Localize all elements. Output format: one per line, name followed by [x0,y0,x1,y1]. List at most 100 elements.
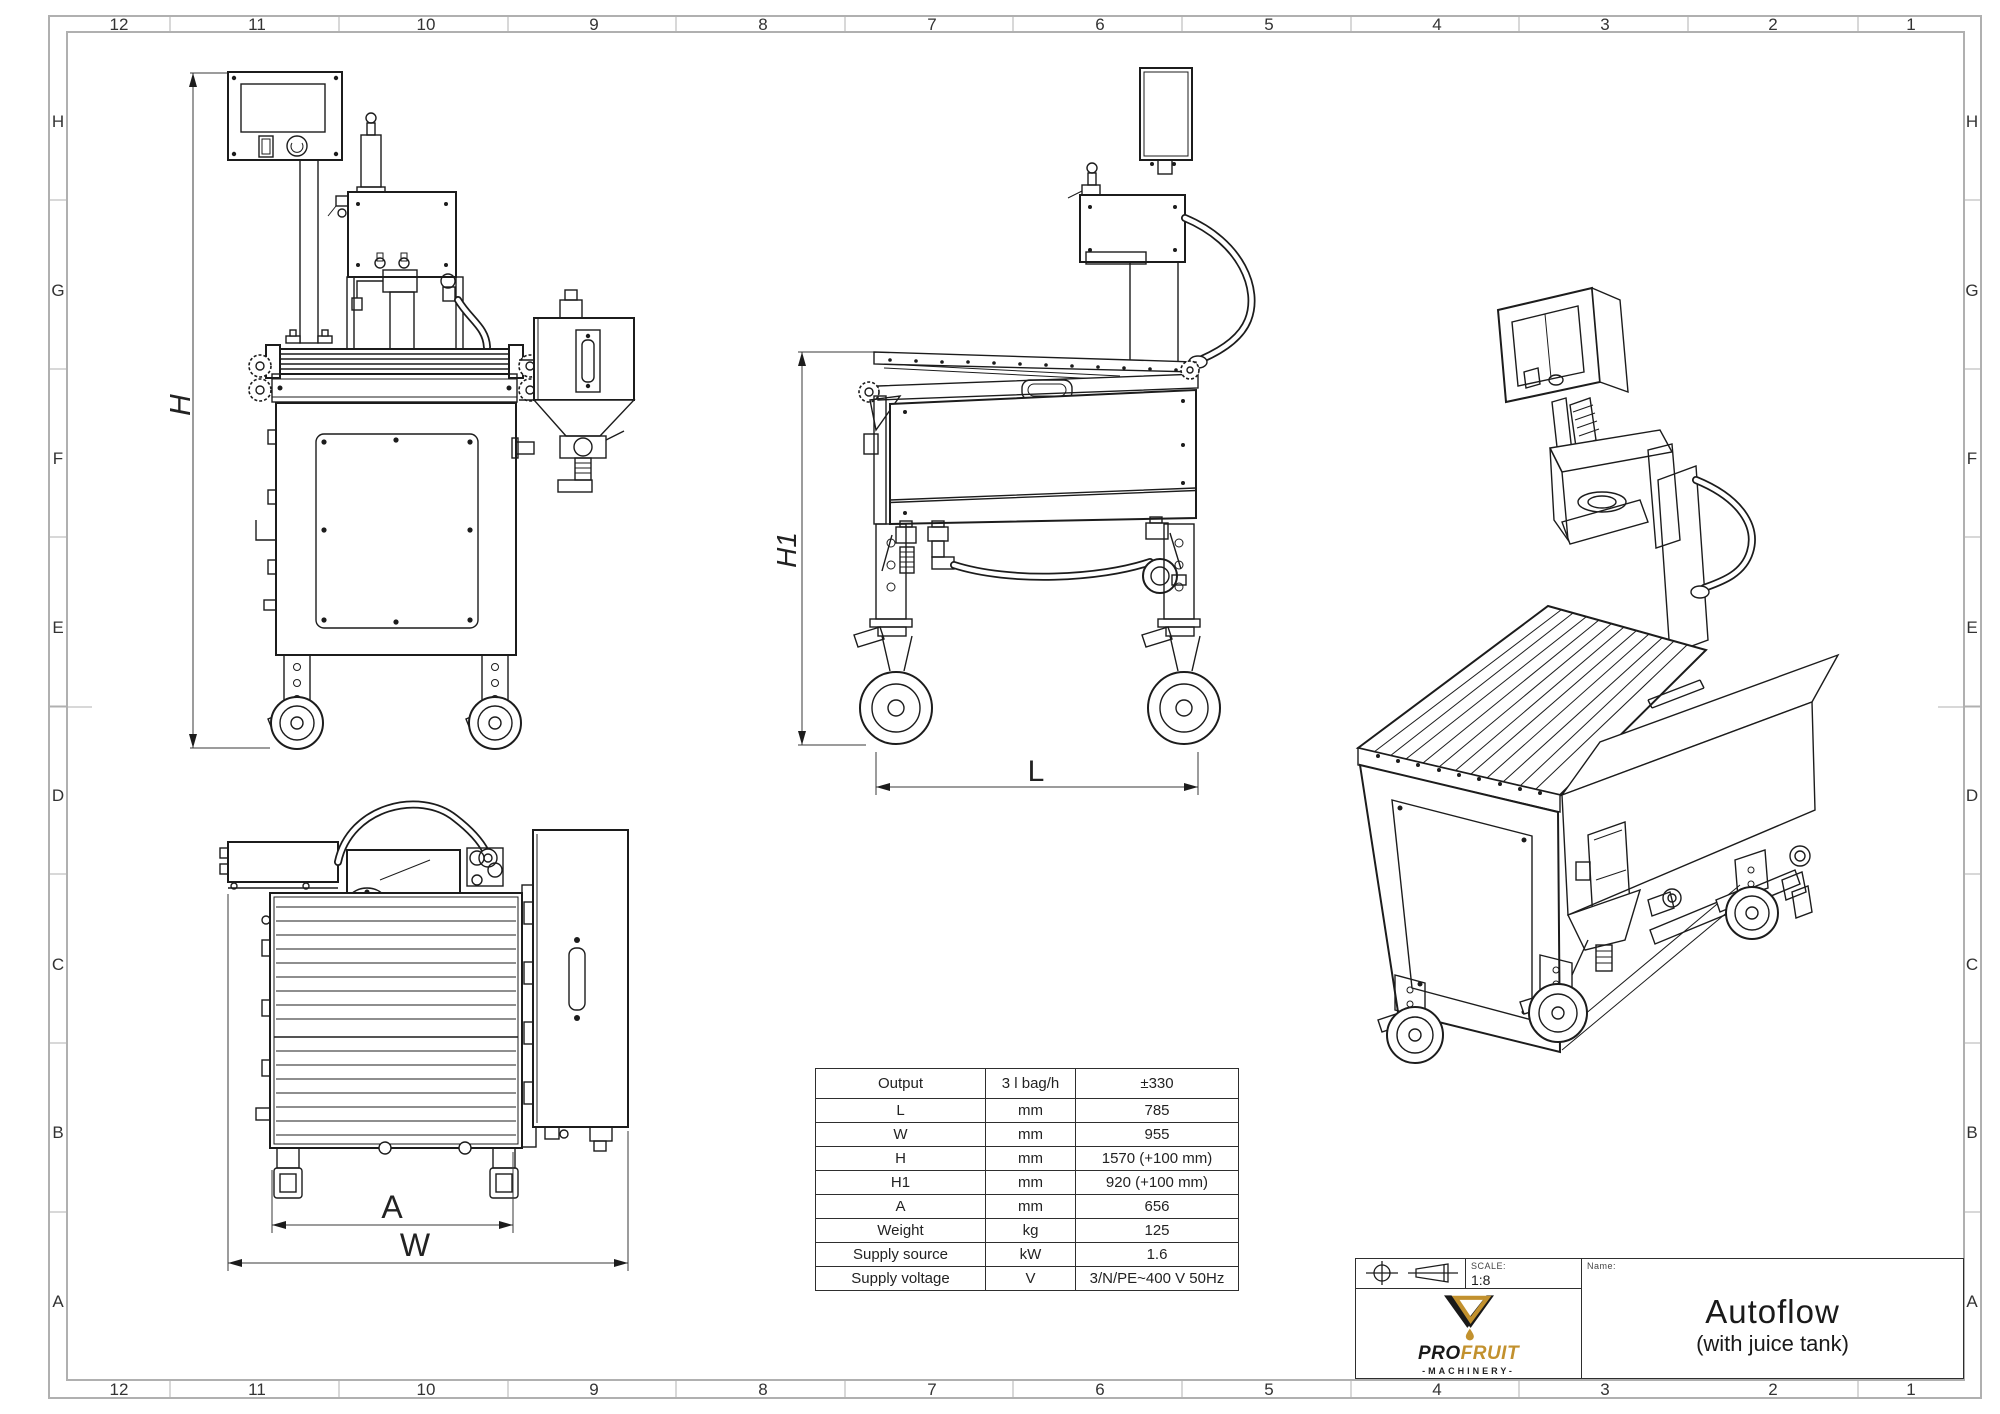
zone-col: 9 [589,15,598,34]
table-row: A mm 656 [815,1194,1239,1219]
brand-pro: PRO [1417,1343,1461,1364]
top-view-drawing: A W [219,800,629,1271]
iso-filling-head [1548,429,1756,655]
zone-col: 3 [1600,15,1609,34]
spec-value: 125 [1075,1218,1239,1243]
spec-value: 656 [1075,1194,1239,1219]
filling-head [327,112,491,351]
side-hook [255,520,276,541]
hand-knob [1180,360,1200,380]
spec-param: Supply voltage [815,1266,986,1291]
zone-col: 10 [417,1380,436,1399]
dimension-W: W [227,894,629,1271]
brand-name: PROFRUIT [1356,1343,1581,1365]
product-subtitle: (with juice tank) [1696,1331,1849,1356]
spec-unit: kg [985,1218,1076,1243]
spec-value: 785 [1075,1098,1239,1123]
zone-col: 7 [927,15,936,34]
table-row: Supply voltage V 3/N/PE~400 V 50Hz [815,1266,1239,1291]
zone-col: 5 [1264,15,1273,34]
cabinet [255,402,517,656]
zone-col: 1 [1906,15,1915,34]
spec-param: A [815,1194,986,1219]
zone-col: 7 [927,1380,936,1399]
emergency-stop-knob [286,135,308,157]
zone-col: 8 [758,1380,767,1399]
spec-value: 920 (+100 mm) [1075,1170,1239,1195]
spec-value: ±330 [1075,1068,1239,1099]
zone-row: B [1966,1123,1977,1142]
zone-row: H [52,112,64,131]
juice-tank-top [532,829,629,1152]
spec-param: Output [815,1068,986,1099]
table-row: Supply source kW 1.6 [815,1242,1239,1267]
dim-label-H: H [170,394,197,416]
zone-col: 5 [1264,1380,1273,1399]
spec-unit: kW [985,1242,1076,1267]
spec-value: 1570 (+100 mm) [1075,1146,1239,1171]
dim-label-W: W [400,1227,431,1263]
spec-param: L [815,1098,986,1123]
dim-label-H1: H1 [771,532,802,568]
spec-value: 955 [1075,1122,1239,1147]
spec-unit: V [985,1266,1076,1291]
tank-handle [1647,679,1705,709]
valve-lever [1169,532,1182,570]
juice-tank [511,289,636,493]
zone-row: G [51,281,64,300]
spec-value: 3/N/PE~400 V 50Hz [1075,1266,1239,1291]
zone-row: H [1966,112,1978,131]
brand-fruit: FRUIT [1460,1343,1520,1364]
zone-col: 3 [1600,1380,1609,1399]
table-row: H mm 1570 (+100 mm) [815,1146,1239,1171]
brand-logo: PROFRUIT -MACHINERY- [1356,1289,1581,1378]
zone-col: 2 [1768,15,1777,34]
hose-coupler [478,848,498,868]
spec-param: H [815,1146,986,1171]
spec-param: H1 [815,1170,986,1195]
zone-col: 2 [1768,1380,1777,1399]
conveyor-lid [858,351,1200,525]
spec-table: Output 3 l bag/h ±330 L mm 785 W mm 955 … [815,1068,1239,1291]
spec-unit: mm [985,1098,1076,1123]
tank-body [889,388,1197,526]
zone-col: 6 [1095,1380,1104,1399]
control-panel [227,71,343,161]
zone-col: 9 [589,1380,598,1399]
zone-row: F [1967,449,1977,468]
isometric-view-drawing [1355,286,1840,1064]
zone-col: 8 [758,15,767,34]
iso-roller-deck [1355,604,1708,813]
legs-casters [853,523,1221,745]
hand-knob [248,354,272,378]
pump-outlet [1142,558,1178,594]
dimension-H: H [170,72,270,749]
table-row: H1 mm 920 (+100 mm) [815,1170,1239,1195]
frame-borders [48,15,1982,1399]
panel-mast [285,159,333,344]
zone-col: 12 [110,15,129,34]
spec-value: 1.6 [1075,1242,1239,1267]
zone-row: F [53,449,63,468]
caster-wheel [1141,626,1221,745]
scale-cell: SCALE: 1:8 [1466,1259,1581,1289]
profruit-logo-icon [1443,1295,1494,1341]
zone-row: E [52,618,63,637]
spec-param: Supply source [815,1242,986,1267]
product-name: Autoflow [1705,1293,1840,1330]
zone-row: E [1966,618,1977,637]
zone-col: 11 [248,15,266,34]
zone-row: C [52,955,64,974]
valve-lever [881,534,893,572]
spec-unit: 3 l bag/h [985,1068,1076,1099]
table-row: W mm 955 [815,1122,1239,1147]
zone-row: C [1966,955,1978,974]
zone-row: A [52,1292,64,1311]
table-row: Output 3 l bag/h ±330 [815,1068,1239,1099]
dim-label-A: A [381,1189,403,1225]
spec-unit: mm [985,1146,1076,1171]
zone-col: 11 [248,1380,266,1399]
filler-tower [1067,67,1256,369]
side-view-drawing: H1 L [771,67,1256,795]
front-view-drawing: H [170,71,636,750]
